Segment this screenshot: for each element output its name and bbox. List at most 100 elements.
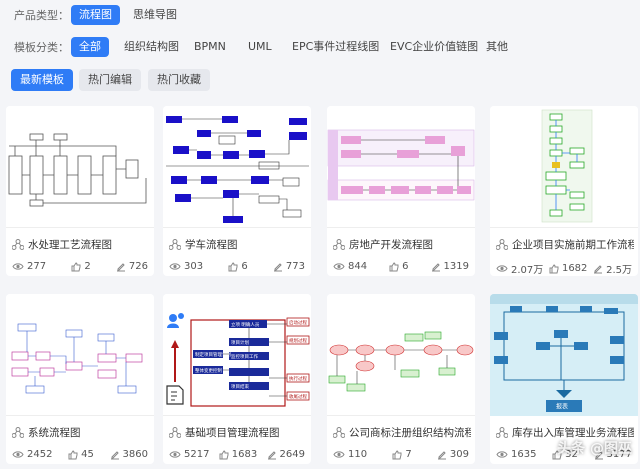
- like-count: 1682: [561, 263, 588, 274]
- svg-text:监控项目工作: 监控项目工作: [231, 353, 258, 360]
- tab-hot-edit[interactable]: 热门编辑: [79, 69, 141, 91]
- category-all[interactable]: 全部: [71, 37, 109, 57]
- eye-icon: [12, 451, 24, 458]
- card-stats: 2.07万 1682 2.5万: [496, 261, 632, 276]
- watermark: 头条 @图巫: [557, 441, 632, 457]
- like-count: 7: [405, 449, 412, 460]
- like-count: 2: [84, 261, 91, 272]
- card-thumbnail: [6, 294, 154, 416]
- flowchart-icon: [12, 427, 24, 438]
- thumbs-up-icon: [228, 261, 238, 271]
- svg-text:立项 明确人员: 立项 明确人员: [231, 321, 260, 328]
- card-thumbnail: [327, 294, 475, 416]
- svg-text:制定项目管理计划: 制定项目管理计划: [195, 351, 231, 358]
- tab-hot-favorite[interactable]: 热门收藏: [148, 69, 210, 91]
- card-title: 库存出入库管理业务流程图: [496, 425, 634, 440]
- thumbs-up-icon: [219, 449, 229, 459]
- card-thumbnail: 立项 明确人员项目计划 制定项目管理计划监控项目工作 整体变更控制项目结束 启动…: [163, 294, 311, 416]
- template-card[interactable]: 企业项目实施前期工作流程图 2.07万 1682 2.5万: [490, 106, 638, 276]
- like-count: 45: [81, 449, 94, 460]
- card-stats: 1635 32 3177: [496, 449, 632, 460]
- flowchart-icon: [333, 239, 345, 250]
- template-card[interactable]: 报表 库存出入库管理业务流程图 1635 32 3177 头条 @图巫: [490, 294, 638, 464]
- thumbs-up-icon: [552, 449, 562, 459]
- card-stats: 303 6 773: [169, 261, 305, 272]
- product-type-row: 产品类型： 流程图 思维导图: [0, 4, 640, 26]
- view-count: 110: [348, 449, 368, 460]
- card-thumbnail: [490, 106, 638, 228]
- eye-icon: [496, 265, 508, 272]
- edit-icon: [431, 262, 440, 271]
- category-bpmn[interactable]: BPMN: [194, 40, 226, 53]
- edit-count: 3860: [122, 449, 148, 460]
- eye-icon: [496, 451, 508, 458]
- card-thumbnail: [327, 106, 475, 228]
- card-stats: 5217 1683 2649: [169, 449, 305, 460]
- eye-icon: [169, 263, 181, 270]
- category-uml[interactable]: UML: [248, 40, 272, 53]
- flowchart-icon: [169, 239, 181, 250]
- template-card[interactable]: 立项 明确人员项目计划 制定项目管理计划监控项目工作 整体变更控制项目结束 启动…: [163, 294, 311, 464]
- view-count: 2452: [27, 449, 53, 460]
- svg-text:项目计划: 项目计划: [231, 339, 249, 346]
- view-count: 303: [184, 261, 204, 272]
- eye-icon: [169, 451, 181, 458]
- template-card[interactable]: 公司商标注册组织结构流程图 110 7 309: [327, 294, 475, 464]
- template-card[interactable]: 水处理工艺流程图 277 2 726: [6, 106, 154, 276]
- category-evc[interactable]: EVC企业价值链图: [390, 40, 479, 53]
- edit-icon: [594, 264, 603, 273]
- like-count: 1683: [231, 449, 258, 460]
- card-title: 房地产开发流程图: [333, 237, 471, 252]
- card-title: 系统流程图: [12, 425, 150, 440]
- card-title: 企业项目实施前期工作流程图: [496, 237, 634, 252]
- thumbs-up-icon: [68, 449, 78, 459]
- edit-icon: [110, 450, 119, 459]
- template-category-row: 模板分类： 全部 组织结构图 BPMN UML EPC事件过程线图 EVC企业价…: [0, 36, 640, 58]
- flowchart-icon: [333, 427, 345, 438]
- svg-text:规划过程: 规划过程: [289, 337, 307, 344]
- svg-text:执行过程: 执行过程: [289, 375, 307, 382]
- template-category-label: 模板分类：: [14, 41, 69, 54]
- edit-count: 2.5万: [606, 265, 632, 276]
- product-type-flowchart[interactable]: 流程图: [71, 5, 120, 25]
- view-count: 5217: [184, 449, 210, 460]
- edit-icon: [594, 450, 603, 459]
- view-count: 277: [27, 261, 47, 272]
- card-thumbnail: [163, 106, 311, 228]
- edit-count: 309: [449, 449, 469, 460]
- template-card[interactable]: 房地产开发流程图 844 6 1319: [327, 106, 475, 276]
- view-count: 844: [348, 261, 368, 272]
- category-other[interactable]: 其他: [486, 40, 508, 53]
- svg-text:报表: 报表: [556, 403, 568, 411]
- card-thumbnail: [6, 106, 154, 228]
- card-stats: 277 2 726: [12, 261, 148, 272]
- eye-icon: [333, 451, 345, 458]
- category-epc[interactable]: EPC事件过程线图: [292, 40, 380, 53]
- tab-latest[interactable]: 最新模板: [11, 69, 73, 91]
- product-type-mindmap[interactable]: 思维导图: [133, 8, 177, 21]
- edit-icon: [437, 450, 446, 459]
- template-card[interactable]: 学车流程图 303 6 773: [163, 106, 311, 276]
- card-title: 公司商标注册组织结构流程图: [333, 425, 471, 440]
- template-card[interactable]: 系统流程图 2452 45 3860: [6, 294, 154, 464]
- eye-icon: [12, 263, 24, 270]
- edit-count: 2649: [279, 449, 305, 460]
- like-count: 6: [402, 261, 409, 272]
- product-type-label: 产品类型：: [14, 9, 69, 22]
- edit-icon: [273, 262, 282, 271]
- edit-count: 3177: [606, 449, 632, 460]
- svg-text:收尾过程: 收尾过程: [289, 393, 307, 400]
- like-count: 32: [565, 449, 578, 460]
- flowchart-icon: [496, 239, 508, 250]
- svg-text:项目结束: 项目结束: [231, 383, 249, 390]
- thumbs-up-icon: [549, 263, 559, 273]
- svg-text:启动过程: 启动过程: [289, 319, 307, 326]
- flowchart-icon: [12, 239, 24, 250]
- card-stats: 844 6 1319: [333, 261, 469, 272]
- edit-icon: [116, 262, 125, 271]
- card-stats: 110 7 309: [333, 449, 469, 460]
- flowchart-icon: [169, 427, 181, 438]
- category-org-chart[interactable]: 组织结构图: [124, 40, 179, 53]
- flowchart-icon: [496, 427, 508, 438]
- card-thumbnail: 报表: [490, 294, 638, 416]
